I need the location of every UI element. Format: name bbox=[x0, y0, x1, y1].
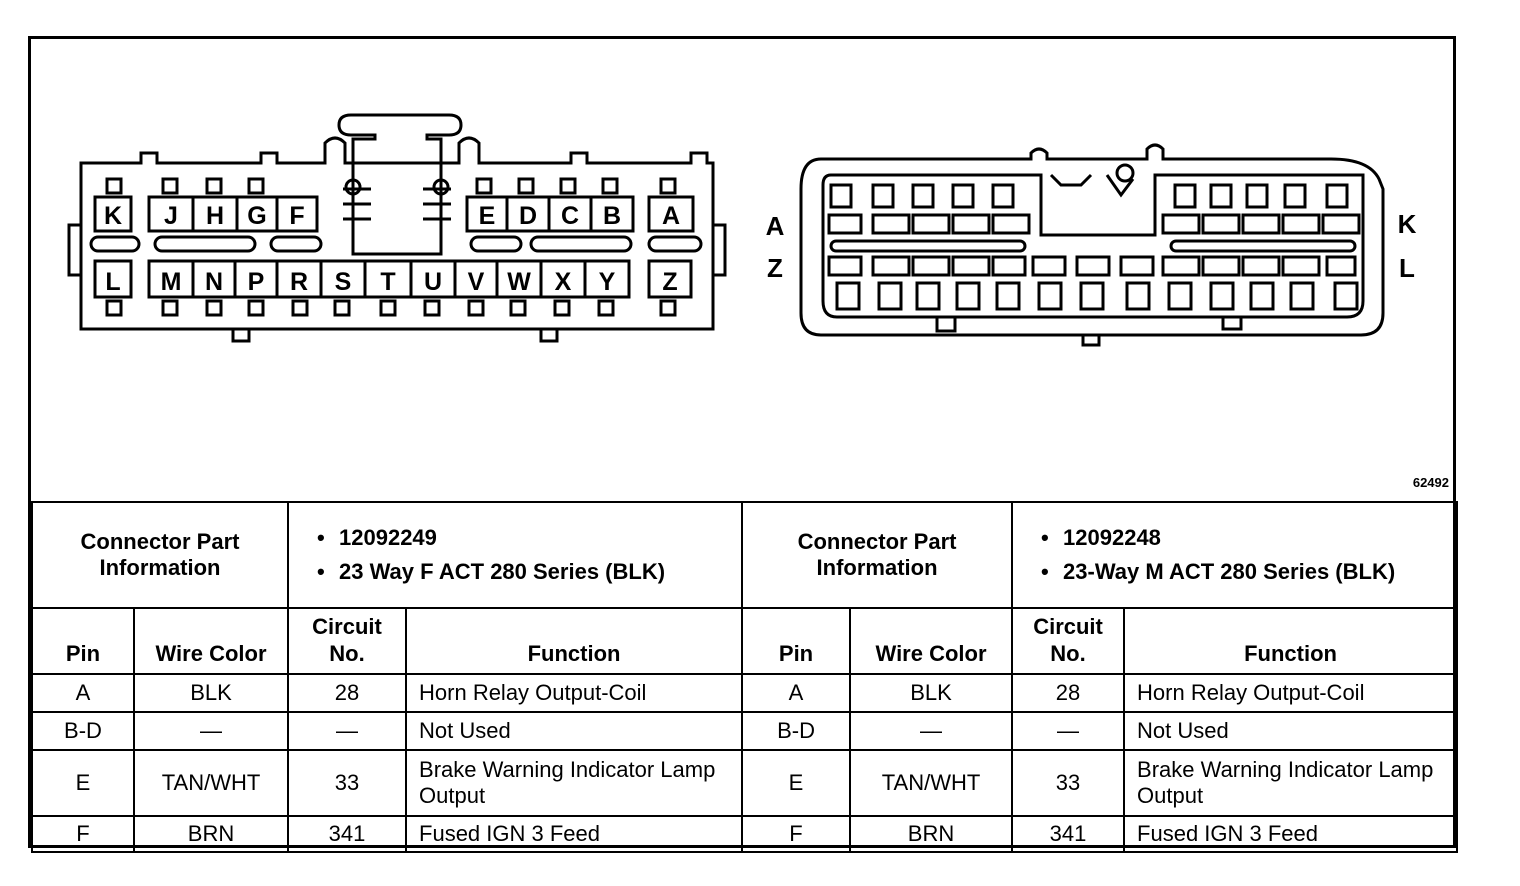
wire-color-cell: BRN bbox=[132, 815, 290, 853]
pin-cell: A bbox=[31, 673, 135, 713]
pin-label-y: Y bbox=[599, 268, 616, 296]
wire-color-cell: TAN/WHT bbox=[849, 749, 1014, 817]
header-wire-color: Wire Color bbox=[132, 607, 290, 675]
function-cell: Horn Relay Output-Coil bbox=[405, 673, 744, 713]
wire-color-cell: BLK bbox=[849, 673, 1014, 713]
table-row: B-D — — Not Used B-D — — Not Used bbox=[31, 711, 1459, 751]
table-row: E TAN/WHT 33 Brake Warning Indicator Lam… bbox=[31, 749, 1459, 817]
wire-color-cell: — bbox=[132, 711, 290, 751]
female-bottom-row bbox=[93, 259, 693, 317]
column-header-row: Pin Wire Color Circuit No. Function Pin … bbox=[31, 607, 1459, 675]
pin-label-c: C bbox=[561, 202, 579, 230]
header-function: Function bbox=[405, 607, 744, 675]
pin-label-f: F bbox=[289, 202, 304, 230]
circuit-cell: 28 bbox=[1011, 673, 1126, 713]
pin-cell-a bbox=[647, 195, 695, 233]
left-part-number: 12092249 bbox=[317, 521, 735, 555]
pin-label-x: X bbox=[555, 268, 572, 296]
male-connector-body bbox=[799, 143, 1385, 337]
pin-label-t: T bbox=[380, 268, 395, 296]
pin-label-u: U bbox=[424, 268, 442, 296]
header-circuit-no: Circuit No. bbox=[1011, 607, 1126, 675]
pin-label-h: H bbox=[206, 202, 224, 230]
circuit-cell: 33 bbox=[287, 749, 408, 817]
header-wire-color: Wire Color bbox=[849, 607, 1014, 675]
right-info-label: Connector Part Information bbox=[741, 501, 1014, 609]
header-pin: Pin bbox=[31, 607, 135, 675]
right-part-description: 23-Way M ACT 280 Series (BLK) bbox=[1041, 555, 1450, 589]
male-label-z: Z bbox=[767, 253, 783, 283]
function-cell: Fused IGN 3 Feed bbox=[1123, 815, 1459, 853]
figure-number: 62492 bbox=[1412, 475, 1449, 490]
pin-label-l: L bbox=[105, 268, 120, 296]
wire-color-cell: TAN/WHT bbox=[132, 749, 290, 817]
pin-cell: A bbox=[741, 673, 852, 713]
circuit-cell: 341 bbox=[287, 815, 408, 853]
pin-label-s: S bbox=[335, 268, 352, 296]
female-top-labels: K J H G F E D C B A bbox=[104, 202, 680, 230]
pin-label-k: K bbox=[104, 202, 122, 230]
male-label-k: K bbox=[1398, 209, 1417, 239]
pin-cell: F bbox=[741, 815, 852, 853]
left-info-values: 12092249 23 Way F ACT 280 Series (BLK) bbox=[287, 501, 744, 609]
pin-label-g: G bbox=[247, 202, 266, 230]
pin-cell: E bbox=[31, 749, 135, 817]
function-cell: Horn Relay Output-Coil bbox=[1123, 673, 1459, 713]
header-circuit-no: Circuit No. bbox=[287, 607, 408, 675]
right-part-number: 12092248 bbox=[1041, 521, 1450, 555]
female-latch bbox=[337, 113, 463, 256]
connector-diagram: K J H G F E D C B A L M N P R S T U bbox=[31, 39, 1459, 539]
wire-color-cell: — bbox=[849, 711, 1014, 751]
function-cell: Brake Warning Indicator Lamp Output bbox=[1123, 749, 1459, 817]
pin-label-a: A bbox=[662, 202, 680, 230]
pin-label-d: D bbox=[519, 202, 537, 230]
male-pin-grid bbox=[827, 183, 1361, 311]
right-info-values: 12092248 23-Way M ACT 280 Series (BLK) bbox=[1011, 501, 1459, 609]
pin-label-z: Z bbox=[662, 268, 677, 296]
pin-label-b: B bbox=[603, 202, 621, 230]
pin-label-r: R bbox=[290, 268, 308, 296]
female-bottom-labels: L M N P R S T U V W X Y Z bbox=[105, 268, 677, 296]
info-row: Connector Part Information 12092249 23 W… bbox=[30, 501, 1459, 609]
pin-cell-b bbox=[589, 195, 635, 233]
male-label-a: A bbox=[766, 211, 785, 241]
table-row: F BRN 341 Fused IGN 3 Feed F BRN 341 Fus… bbox=[31, 815, 1459, 853]
function-cell: Not Used bbox=[1123, 711, 1459, 751]
pin-cell: B-D bbox=[31, 711, 135, 751]
circuit-cell: — bbox=[1011, 711, 1126, 751]
function-cell: Not Used bbox=[405, 711, 744, 751]
pin-cell-f bbox=[275, 195, 319, 233]
header-pin: Pin bbox=[741, 607, 852, 675]
circuit-cell: 33 bbox=[1011, 749, 1126, 817]
male-label-l: L bbox=[1399, 253, 1415, 283]
pin-label-w: W bbox=[507, 268, 531, 296]
table-row: A BLK 28 Horn Relay Output-Coil A BLK 28… bbox=[31, 673, 1459, 713]
wire-color-cell: BLK bbox=[132, 673, 290, 713]
male-connector-inner bbox=[821, 173, 1365, 319]
pin-label-e: E bbox=[479, 202, 496, 230]
connector-pinout-table: Connector Part Information 12092249 23 W… bbox=[30, 501, 1459, 853]
pin-cell: F bbox=[31, 815, 135, 853]
pin-label-v: V bbox=[468, 268, 485, 296]
pin-label-n: N bbox=[205, 268, 223, 296]
pin-cell: B-D bbox=[741, 711, 852, 751]
wire-color-cell: BRN bbox=[849, 815, 1014, 853]
connector-drawing: K J H G F E D C B A L M N P R S T U bbox=[67, 113, 1417, 347]
circuit-cell: 341 bbox=[1011, 815, 1126, 853]
function-cell: Fused IGN 3 Feed bbox=[405, 815, 744, 853]
left-info-label: Connector Part Information bbox=[30, 501, 290, 609]
circuit-cell: 28 bbox=[287, 673, 408, 713]
pin-label-m: M bbox=[161, 268, 182, 296]
left-part-description: 23 Way F ACT 280 Series (BLK) bbox=[317, 555, 735, 589]
header-function: Function bbox=[1123, 607, 1459, 675]
pin-cell-k bbox=[93, 195, 133, 233]
figure-frame: K J H G F E D C B A L M N P R S T U bbox=[28, 36, 1459, 853]
female-top-row bbox=[93, 177, 695, 233]
pin-cell: E bbox=[741, 749, 852, 817]
function-cell: Brake Warning Indicator Lamp Output bbox=[405, 749, 744, 817]
pin-label-p: P bbox=[248, 268, 265, 296]
female-connector-body bbox=[79, 136, 715, 331]
pin-label-j: J bbox=[164, 202, 178, 230]
circuit-cell: — bbox=[287, 711, 408, 751]
